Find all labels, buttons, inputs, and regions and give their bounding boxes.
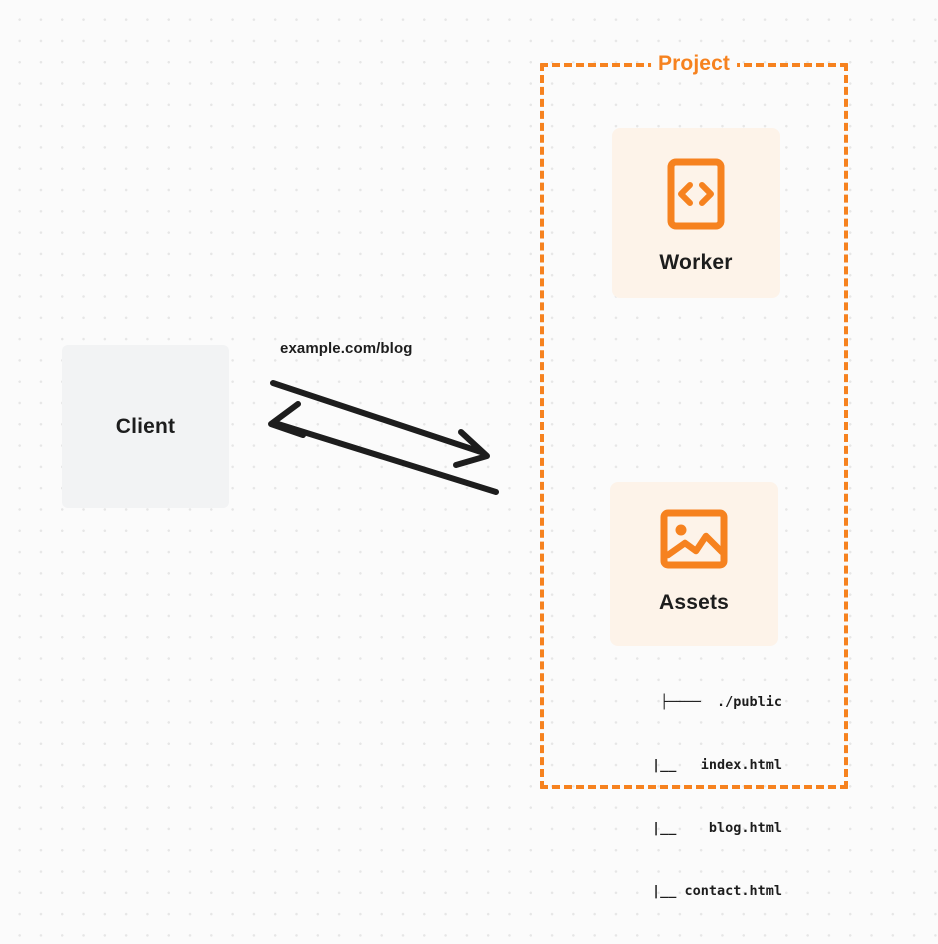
project-label: Project bbox=[651, 52, 737, 76]
file-tree-line: |__ blog.html bbox=[619, 820, 782, 836]
file-tree-line: |__ index.html bbox=[619, 757, 782, 773]
arrow-response bbox=[268, 401, 499, 495]
node-assets[interactable]: Assets bbox=[610, 482, 778, 646]
node-assets-label: Assets bbox=[658, 591, 730, 614]
node-client-label: Client bbox=[115, 414, 176, 438]
image-icon bbox=[660, 508, 728, 575]
file-tree-line: |__ contact.html bbox=[619, 883, 782, 899]
code-file-icon bbox=[667, 158, 725, 235]
node-worker-label: Worker bbox=[659, 251, 733, 274]
diagram-canvas: Client example.com/blog Project Worker bbox=[62, 52, 848, 899]
project-container: Project bbox=[540, 52, 848, 789]
assets-file-tree: ├──── ./public |__ index.html |__ blog.h… bbox=[560, 650, 782, 944]
node-client[interactable]: Client bbox=[62, 345, 229, 508]
arrow-request bbox=[270, 380, 490, 468]
node-worker[interactable]: Worker bbox=[612, 128, 780, 298]
edge-label-request-url: example.com/blog bbox=[280, 340, 413, 357]
file-tree-line: ├──── ./public bbox=[660, 694, 782, 710]
